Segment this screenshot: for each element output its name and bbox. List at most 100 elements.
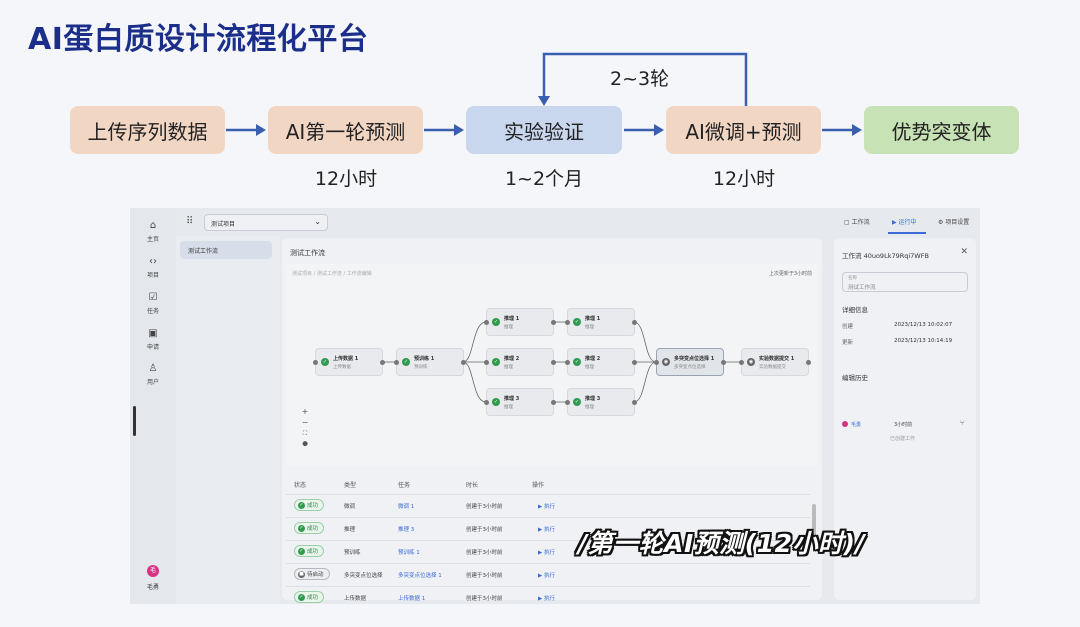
status-badge: ■待启动 [294,568,330,580]
flow-step-experiment: 实验验证 [466,106,622,154]
status-badge: ✓成功 [294,499,325,511]
zoom-out-icon[interactable]: − [301,418,309,427]
code-icon: ‹› [149,256,157,267]
status-badge: ✓成功 [294,545,325,557]
run-button[interactable]: ▶ 执行 [538,573,555,579]
user-icon: ♙ [148,363,158,374]
left-nav: ⌂主页 ‹›项目 ☑任务 ▣申请 ♙用户 毛 毛勇 [130,208,176,604]
flow-duration: 12小时 [314,168,378,190]
home-icon: ⌂ [149,220,157,231]
flow-duration: 12小时 [712,168,776,190]
flow-arrow [624,124,664,136]
history-note: 已创建工作 [890,436,916,442]
history-user[interactable]: 毛勇 [851,422,862,428]
page-title: 测试工作流 [290,249,325,257]
task-link[interactable]: 预训练 1 [398,550,420,556]
zoom-in-icon[interactable]: + [301,407,309,416]
task-icon: ☑ [148,292,158,303]
tab-running[interactable]: ▶ 运行中 [892,219,917,226]
table-row[interactable]: ✓成功 上传数据 上传数据 1 创建于3小时前 ▶ 执行 [286,586,810,604]
name-field[interactable]: 名称 测试工作流 [842,272,968,292]
history-time: 3小时前 [894,422,913,428]
column-header: 时长 [466,482,479,489]
fit-view-icon[interactable]: ⛶ [302,430,308,437]
flow-duration: 1~2个月 [504,168,584,190]
updated-time: 2023/12/13 10:14:19 [894,338,953,344]
close-icon[interactable]: ✕ [960,247,968,257]
run-button[interactable]: ▶ 执行 [538,550,555,556]
details-heading: 详细信息 [842,306,868,314]
task-link[interactable]: 推理 3 [398,527,415,533]
workflow-button[interactable]: ▢ 工作流 [844,219,870,226]
video-caption: /第一轮AI预测(12小时)/ [578,529,866,558]
nav-item-task[interactable]: ☑任务 [138,292,168,315]
status-badge: ✓成功 [294,522,325,534]
task-table: 状态 类型 任务 时长 操作 ✓成功 微调 微调 1 创建于3小时前 ▶ 执行 … [286,474,818,603]
app-window: ⌂主页 ‹›项目 ☑任务 ▣申请 ♙用户 毛 毛勇 ⠿ 测试项目 ⌄ ▢ 工作流… [130,208,980,604]
project-settings-button[interactable]: ⚙ 项目设置 [938,219,970,226]
nav-item-apply[interactable]: ▣申请 [138,328,168,351]
lock-icon[interactable]: ⬤ [302,441,308,447]
column-header: 操作 [532,482,545,489]
column-header: 类型 [344,482,357,489]
flow-arrow [822,124,862,136]
nav-item-home[interactable]: ⌂主页 [138,220,168,243]
loop-arrow [538,52,748,108]
chevron-down-icon: ⌄ [314,217,321,226]
resize-handle[interactable] [133,406,136,436]
flow-arrow [424,124,464,136]
flow-step-ai-predict: AI第一轮预测 [268,106,423,154]
sidebar-item-workflow[interactable]: 测试工作流 [180,241,272,259]
task-link[interactable]: 多突变点位选择 1 [398,573,442,579]
flow-step-upload: 上传序列数据 [70,106,225,154]
run-button[interactable]: ▶ 执行 [538,527,555,533]
main-panel: 测试工作流 测试项目 / 测试工作流 / 工作流编辑 上次更新于3小时前 ✓上传… [282,238,822,603]
table-row[interactable]: ■待启动 多突变点位选择 多突变点位选择 1 创建于3小时前 ▶ 执行 [286,563,810,586]
project-select[interactable]: 测试项目 ⌄ [204,214,328,231]
table-row[interactable]: ✓成功 预训练 预训练 1 创建于3小时前 ▶ 执行 [286,540,810,563]
slide-title: AI蛋白质设计流程化平台 [28,22,369,57]
zoom-controls: + − ⛶ ⬤ [300,406,310,450]
avatar[interactable]: 毛 [147,565,159,577]
task-link[interactable]: 上传数据 1 [398,596,426,602]
active-tab-indicator [888,232,926,234]
status-badge: ✓成功 [294,591,325,603]
workflow-sidebar: 测试工作流 [176,236,280,604]
run-button[interactable]: ▶ 执行 [538,504,555,510]
grid-icon[interactable]: ⠿ [186,216,194,227]
flow-step-mutant: 优势突变体 [864,106,1019,154]
history-heading: 编辑历史 [842,374,868,382]
table-row[interactable]: ✓成功 推理 推理 3 创建于3小时前 ▶ 执行 [286,517,810,540]
nav-item-user[interactable]: ♙用户 [138,363,168,386]
panel-title: 工作流 40uo9Lk79Rqi7WFB [842,252,929,260]
last-updated: 上次更新于3小时前 [768,271,812,277]
breadcrumb: 测试项目 / 测试工作流 / 工作流编辑 [292,271,372,277]
details-panel: 工作流 40uo9Lk79Rqi7WFB ✕ 名称 测试工作流 详细信息 创建 … [834,238,976,600]
column-header: 状态 [294,482,307,489]
table-scrollbar[interactable] [812,494,816,594]
top-bar: ⠿ 测试项目 ⌄ ▢ 工作流 ▶ 运行中 ⚙ 项目设置 [176,208,980,236]
apply-icon: ▣ [148,328,158,339]
column-header: 任务 [398,482,411,489]
nav-item-project[interactable]: ‹›项目 [138,256,168,279]
run-button[interactable]: ▶ 执行 [538,596,555,602]
avatar [842,421,848,427]
flow-arrow [226,124,266,136]
flow-step-finetune: AI微调+预测 [666,106,821,154]
loop-label: 2~3轮 [610,68,670,90]
task-link[interactable]: 微调 1 [398,504,415,510]
nav-user-name: 毛勇 [146,584,159,591]
branch-icon[interactable]: ⑂ [960,419,965,427]
table-row[interactable]: ✓成功 微调 微调 1 创建于3小时前 ▶ 执行 [286,494,810,517]
